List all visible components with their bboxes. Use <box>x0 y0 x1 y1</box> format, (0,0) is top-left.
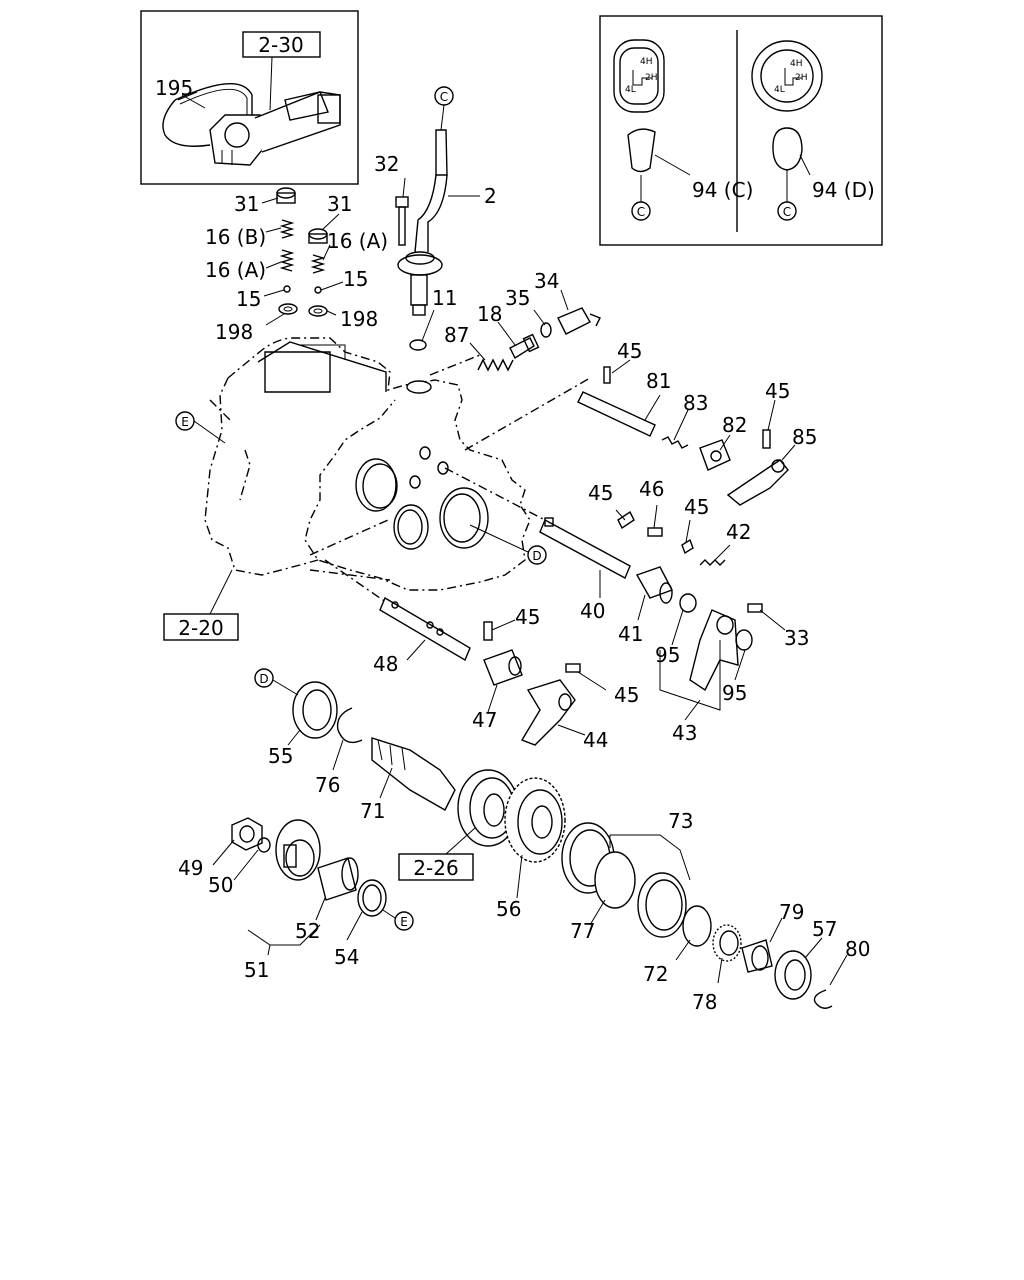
marker-label-d-bearing: D <box>259 672 268 686</box>
output-flange-parts <box>231 817 387 917</box>
callout-labels: 195 32 2 31 31 16 (B) 16 (A) 16 (A) 15 1… <box>155 76 870 1014</box>
callout-43: 43 <box>672 721 697 745</box>
marker-e-ring <box>394 911 414 931</box>
circle-markers: E D D E <box>175 411 547 931</box>
marker-label-e-ring: E <box>400 915 408 929</box>
callout-40: 40 <box>580 599 605 623</box>
ref-box-2-20[interactable] <box>163 613 239 641</box>
ref-box-2-30[interactable] <box>242 31 321 58</box>
shift-rod-48-assembly <box>379 596 581 746</box>
callout-18: 18 <box>477 302 502 326</box>
callout-35: 35 <box>505 286 530 310</box>
marker-label-c-knob-d: C <box>783 205 791 219</box>
marker-label-c-knob-c: C <box>637 205 645 219</box>
callout-80: 80 <box>845 937 870 961</box>
marker-d-housing <box>527 545 547 565</box>
callout-71: 71 <box>360 799 385 823</box>
marker-label-d-housing: D <box>532 549 541 563</box>
callout-72: 72 <box>643 962 668 986</box>
callout-33: 33 <box>784 626 809 650</box>
ref-boxes: 2-20 2-26 <box>163 569 476 881</box>
marker-c-knob-d <box>777 201 797 221</box>
callout-57: 57 <box>812 917 837 941</box>
callout-52: 52 <box>295 919 320 943</box>
callout-16a-right: 16 (A) <box>327 229 388 253</box>
callout-85: 85 <box>792 425 817 449</box>
pattern-4l-d: 4L <box>774 85 785 95</box>
callout-95-a: 95 <box>655 643 680 667</box>
ref-box-2-26[interactable] <box>398 853 474 881</box>
main-shaft-train <box>292 681 833 1009</box>
callout-45-d: 45 <box>684 495 709 519</box>
callout-73: 73 <box>668 809 693 833</box>
marker-c-knob-c <box>631 201 651 221</box>
leader-lines <box>181 94 848 986</box>
callout-94c: 94 (C) <box>692 178 753 202</box>
callout-195: 195 <box>155 76 193 100</box>
callout-45-f: 45 <box>614 683 639 707</box>
callout-31-right: 31 <box>327 192 352 216</box>
callout-83: 83 <box>683 391 708 415</box>
detent-parts <box>261 187 435 351</box>
ref-label-2-30: 2-30 <box>258 33 303 57</box>
marker-d-bearing <box>254 668 274 688</box>
shift-lever: C <box>395 86 480 316</box>
callout-32: 32 <box>374 152 399 176</box>
callout-44: 44 <box>583 728 608 752</box>
callout-76: 76 <box>315 773 340 797</box>
callout-51: 51 <box>244 958 269 982</box>
callout-56: 56 <box>496 897 521 921</box>
inset-shift-knobs: 4H 2H 4L C 94 (C) 4H 2H 4L C 94 (D) <box>599 15 883 246</box>
callout-42: 42 <box>726 520 751 544</box>
callout-31-left: 31 <box>234 192 259 216</box>
callout-198-left: 198 <box>215 320 253 344</box>
callout-45-b: 45 <box>765 379 790 403</box>
callout-45-c: 45 <box>588 481 613 505</box>
callout-54: 54 <box>334 945 359 969</box>
transfer-case-housing <box>204 337 531 591</box>
callout-46: 46 <box>639 477 664 501</box>
callout-2: 2 <box>484 184 497 208</box>
callout-95-b: 95 <box>722 681 747 705</box>
pattern-4l-c: 4L <box>625 85 636 95</box>
marker-label-e-housing: E <box>181 415 189 429</box>
shift-rod-40-assembly <box>539 510 763 692</box>
callout-78: 78 <box>692 990 717 1014</box>
callout-48: 48 <box>373 652 398 676</box>
callout-50: 50 <box>208 873 233 897</box>
callout-77: 77 <box>570 919 595 943</box>
callout-198-right: 198 <box>340 307 378 331</box>
callout-82: 82 <box>722 413 747 437</box>
callout-55: 55 <box>268 744 293 768</box>
switch-parts <box>477 307 601 372</box>
callout-15-right: 15 <box>343 267 368 291</box>
callout-47: 47 <box>472 708 497 732</box>
callout-45-a: 45 <box>617 339 642 363</box>
callout-49: 49 <box>178 856 203 880</box>
callout-81: 81 <box>646 369 671 393</box>
callout-16a-left: 16 (A) <box>205 258 266 282</box>
callout-45-e: 45 <box>515 605 540 629</box>
callout-34: 34 <box>534 269 559 293</box>
ref-label-2-20: 2-20 <box>178 616 223 640</box>
callout-16b: 16 (B) <box>205 225 266 249</box>
ref-label-2-26: 2-26 <box>413 856 458 880</box>
callout-94d: 94 (D) <box>812 178 875 202</box>
pattern-4h-d: 4H <box>790 59 803 69</box>
shift-rod-81-assembly <box>577 366 789 506</box>
pattern-4h-c: 4H <box>640 57 653 67</box>
marker-label-c-lever: C <box>440 90 448 104</box>
callout-11: 11 <box>432 286 457 310</box>
callout-87: 87 <box>444 323 469 347</box>
callout-41: 41 <box>618 622 643 646</box>
callout-79: 79 <box>779 900 804 924</box>
inset-2-30: 2-30 <box>140 10 359 185</box>
center-lines <box>209 354 591 606</box>
callout-15-left: 15 <box>236 287 261 311</box>
